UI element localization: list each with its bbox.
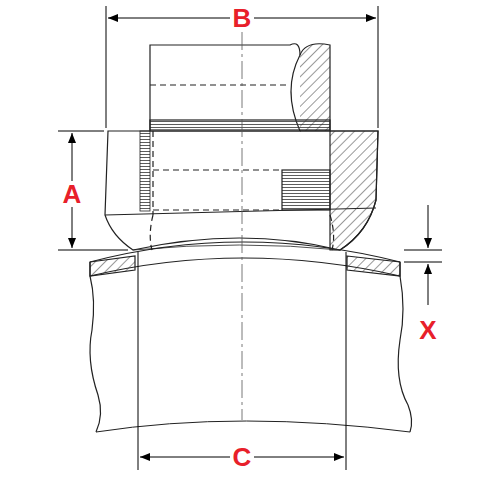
dimension-label: X bbox=[416, 317, 439, 343]
dimension-label: B bbox=[230, 5, 255, 31]
dimension-label: A bbox=[60, 181, 85, 207]
dimension-label: C bbox=[230, 444, 255, 470]
